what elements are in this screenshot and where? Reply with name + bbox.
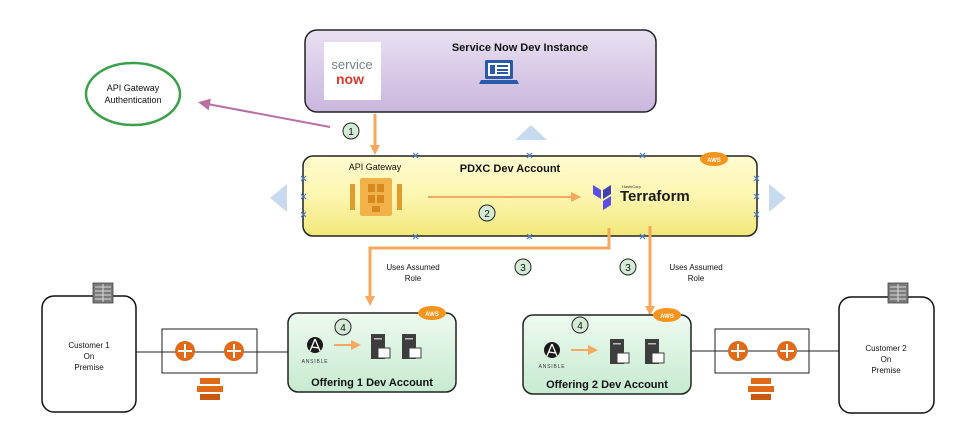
offering-1-server-icon-1: [371, 334, 391, 359]
offering-1-step-4-badge: 4: [334, 318, 352, 336]
auth-arrow: [198, 98, 331, 128]
offering-2-ansible-label: ANSIBLE: [539, 364, 566, 370]
servicenow-logo-now: now: [336, 71, 364, 87]
selection-markers: [300, 152, 760, 240]
vpn-gateway-icon-3: [728, 341, 748, 361]
customer-1-line1: Customer 1: [68, 341, 110, 350]
offering-2-ansible-icon: ANSIBLE: [539, 342, 566, 370]
customer-1-on-premise: Customer 1 On Premise: [41, 295, 137, 413]
vpn-gateway-icon-2: [224, 341, 244, 361]
terraform-icon-part2: [603, 196, 611, 210]
pdxc-dev-account: PDXC Dev Account API Gateway HashiCorp T…: [300, 152, 760, 240]
customer-2-direct-connect-icon: [748, 378, 774, 400]
customer-1-direct-connect-icon: [197, 378, 223, 400]
offering-1-server-icon-2: [402, 334, 422, 359]
offering-1-ansible-label: ANSIBLE: [302, 359, 329, 365]
vpn-gateway-icon: [175, 341, 195, 361]
laptop-icon: [479, 60, 519, 84]
vpn-gateway-icon-4: [777, 341, 797, 361]
pdxc-title: PDXC Dev Account: [460, 163, 561, 175]
servicenow-logo: service now: [324, 42, 381, 100]
api-auth-line2: Authentication: [104, 95, 161, 105]
terraform-to-offering1-arrow: [365, 228, 611, 306]
terraform-icon-part: [603, 185, 611, 199]
pdxc-aws-label: AWS: [707, 158, 721, 164]
customer-2-vpn-box: [714, 328, 810, 374]
customer-2-on-premise: Customer 2 On Premise: [838, 296, 935, 414]
assumed-role-left-line2: Role: [405, 274, 422, 283]
step-1-label: 1: [348, 127, 354, 138]
step-1-badge: 1: [342, 122, 360, 140]
step-3-badge-right: 3: [619, 258, 637, 276]
api-gateway-label: API Gateway: [349, 162, 402, 172]
nav-up-arrow-icon[interactable]: [515, 125, 547, 140]
assumed-role-left-line1: Uses Assumed: [386, 263, 439, 272]
assumed-role-right-line1: Uses Assumed: [669, 263, 722, 272]
offering-1-step-4-label: 4: [340, 323, 346, 334]
step-3-label-right: 3: [625, 263, 631, 274]
offering-1-dev-account: Offering 1 Dev Account AWS 4 ANSIBLE: [287, 306, 457, 393]
servicenow-logo-service: service: [331, 57, 372, 72]
offering-2-server-icon-2: [645, 339, 665, 364]
terraform-label: Terraform: [620, 188, 690, 205]
terraform-hashicorp: HashiCorp: [622, 184, 642, 189]
step-3-label-left: 3: [520, 263, 526, 274]
customer-1-line3: Premise: [74, 363, 104, 372]
servicenow-dev-instance: Service Now Dev Instance service now: [304, 29, 657, 113]
customer-1-building-icon: [92, 282, 114, 304]
customer-2-line3: Premise: [871, 366, 901, 375]
assumed-role-right-line2: Role: [688, 274, 705, 283]
offering-2-step-4-badge: 4: [571, 316, 589, 334]
offering-2-aws-label: AWS: [660, 314, 674, 320]
offering-2-aws-badge: AWS: [653, 308, 681, 322]
nav-right-arrow-icon[interactable]: [769, 184, 786, 212]
offering-1-title: Offering 1 Dev Account: [311, 377, 433, 389]
offering-2-dev-account: Offering 2 Dev Account AWS 4 ANSIBLE: [522, 308, 692, 395]
api-auth-line1: API Gateway: [107, 83, 160, 93]
api-gateway-icon: [350, 178, 402, 216]
pdxc-aws-badge: AWS: [700, 152, 728, 166]
step-2-label: 2: [484, 209, 490, 220]
offering-1-ansible-icon: ANSIBLE: [302, 337, 329, 365]
servicenow-title: Service Now Dev Instance: [452, 42, 588, 54]
nav-left-arrow-icon[interactable]: [270, 184, 287, 212]
offering-2-server-icon-1: [610, 339, 630, 364]
customer-1-line2: On: [84, 352, 95, 361]
customer-2-building-icon: [887, 282, 909, 304]
offering-2-step-4-label: 4: [577, 321, 583, 332]
offering-1-aws-badge: AWS: [418, 306, 446, 320]
step-2-badge: 2: [478, 204, 496, 222]
offering-1-aws-label: AWS: [425, 312, 439, 318]
customer-1-vpn-box: [161, 328, 258, 374]
step-3-badge-left: 3: [514, 258, 532, 276]
customer-2-line2: On: [881, 355, 892, 364]
terraform-logo: HashiCorp Terraform: [593, 184, 690, 210]
terraform-icon: [593, 185, 601, 199]
offering-2-title: Offering 2 Dev Account: [546, 379, 668, 391]
customer-2-line1: Customer 2: [865, 344, 907, 353]
api-gateway-authentication: API Gateway Authentication: [84, 61, 182, 127]
